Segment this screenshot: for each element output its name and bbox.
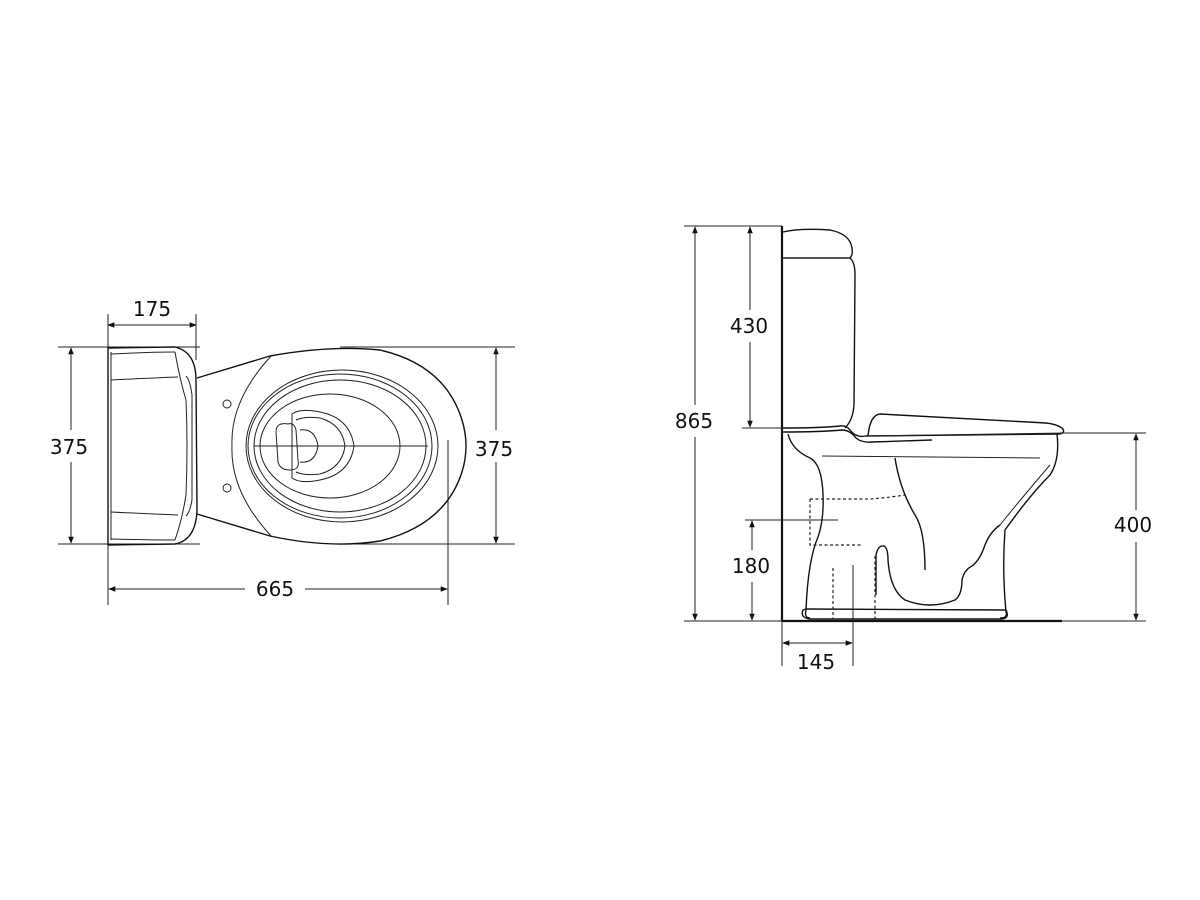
plan-view — [58, 314, 515, 605]
dim-label-width-right: 375 — [475, 437, 513, 461]
dim-label-overall-height: 865 — [675, 409, 713, 433]
dim-label-cistern-depth: 175 — [133, 297, 171, 321]
side-elevation — [684, 225, 1146, 666]
dim-label-outlet-height: 180 — [732, 554, 770, 578]
dim-label-width-left: 375 — [50, 435, 88, 459]
dim-label-cistern-height: 430 — [730, 314, 768, 338]
dim-label-overall-length: 665 — [256, 577, 294, 601]
dim-label-outlet-setout: 145 — [797, 650, 835, 674]
dim-label-pan-height: 400 — [1114, 513, 1152, 537]
